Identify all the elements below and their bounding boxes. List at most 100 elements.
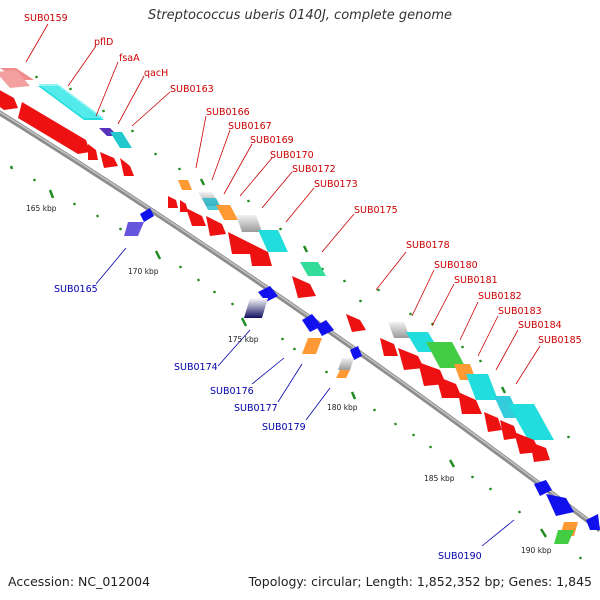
tick-mark [320, 267, 325, 271]
gene-block-sub0185 [508, 404, 554, 440]
tick-mark [408, 312, 413, 316]
tick-mark [488, 487, 493, 491]
tick-mark [130, 129, 135, 133]
rev-arrow [546, 494, 574, 516]
gene-label-sub0165: SUB0165 [54, 284, 98, 295]
rev-arrow [350, 346, 362, 360]
rev-arrow [316, 320, 334, 336]
tick-mark [280, 337, 285, 341]
rev-arrow [534, 480, 552, 496]
tick-mark [578, 556, 583, 560]
gene-block-qach [110, 132, 132, 148]
cds-arrow [398, 348, 424, 370]
tick-mark [177, 167, 182, 171]
rev-block [302, 338, 322, 354]
gene-label-sub0163: SUB0163 [170, 84, 214, 95]
gene-label-sub0178: SUB0178 [406, 240, 450, 251]
gene-label-sub0169: SUB0169 [250, 135, 294, 146]
gene-label-sub0190: SUB0190 [438, 551, 482, 562]
gene-label-sub0185: SUB0185 [538, 335, 582, 346]
cds-arrow [120, 158, 134, 176]
tick-mark [428, 445, 433, 449]
rev-arrow [140, 208, 154, 222]
reverse-label-leaders [95, 247, 515, 547]
tick-mark [358, 299, 363, 303]
tick-mark [539, 528, 548, 538]
tick-mark [517, 510, 522, 514]
rev-block [554, 530, 574, 544]
gene-label-pfld: pflD [94, 37, 113, 48]
tick-mark [292, 347, 297, 351]
gene-block-sub0183 [466, 374, 498, 400]
tick-mark [154, 250, 162, 260]
tick-mark [240, 317, 248, 327]
gene-block-sub0175 [300, 262, 326, 276]
tick-mark [478, 359, 483, 363]
kbp-label: 165 kbp [26, 204, 57, 213]
rev-block [244, 298, 268, 318]
gene-label-sub0167: SUB0167 [228, 121, 272, 132]
gene-label-sub0166: SUB0166 [206, 107, 250, 118]
cds-arrow [228, 232, 252, 254]
tick-mark [178, 265, 183, 269]
gene-block-sub0178 [388, 322, 410, 338]
accession-label: Accession: NC_012004 [8, 574, 151, 589]
gene-label-sub0173: SUB0173 [314, 179, 358, 190]
cds-arrow [18, 102, 90, 154]
gene-label-sub0182: SUB0182 [478, 291, 522, 302]
tick-mark [212, 290, 217, 294]
gene-block-sub0166 [178, 180, 192, 190]
tick-mark [48, 189, 55, 199]
gene-label-sub0183: SUB0183 [498, 306, 542, 317]
forward-label-leaders [25, 23, 541, 385]
tick-mark [393, 422, 398, 426]
cds-arrow [436, 376, 462, 398]
gene-label-sub0184: SUB0184 [518, 320, 562, 331]
gene-block-sub0167b [202, 198, 222, 210]
cds-arrow [186, 208, 206, 226]
tick-mark [278, 227, 283, 231]
rev-block [338, 358, 354, 370]
kbp-labels: 165 kbp 170 kbp 175 kbp 180 kbp 185 kbp … [26, 204, 552, 555]
gene-label-sub0175: SUB0175 [354, 205, 398, 216]
kbp-label: 170 kbp [128, 267, 159, 276]
tick-mark [372, 408, 377, 412]
gene-block-sub0159b [0, 70, 30, 88]
cds-arrow [458, 392, 482, 414]
gene-block-sub0170 [236, 215, 262, 232]
cds-arrow [484, 412, 502, 432]
cds-arrow [380, 338, 398, 356]
gene-label-sub0180: SUB0180 [434, 260, 478, 271]
forward-gene-labels: SUB0159 pflD fsaA qacH SUB0163 SUB0166 S… [24, 13, 582, 346]
gene-label-sub0177: SUB0177 [234, 403, 278, 414]
rev-block [124, 222, 144, 236]
tick-mark [68, 87, 73, 91]
genome-summary: Topology: circular; Length: 1,852,352 bp… [248, 574, 592, 589]
forward-gene-blocks[interactable] [0, 68, 554, 440]
tick-mark [302, 245, 309, 253]
tick-mark [500, 386, 507, 394]
kbp-label: 185 kbp [424, 474, 455, 483]
tick-mark [34, 75, 39, 79]
cds-arrow [100, 152, 118, 168]
gene-block-sub0181 [426, 342, 466, 368]
tick-mark [32, 178, 37, 182]
gene-label-sub0159: SUB0159 [24, 13, 68, 24]
reverse-gene-blocks[interactable] [124, 208, 600, 544]
gene-label-sub0174: SUB0174 [174, 362, 218, 373]
cds-arrow [248, 242, 272, 266]
cds-arrow [180, 200, 188, 212]
gene-label-sub0179: SUB0179 [262, 422, 306, 433]
gene-label-sub0181: SUB0181 [454, 275, 498, 286]
tick-mark [411, 433, 416, 437]
tick-mark [118, 227, 123, 231]
tick-mark [199, 178, 206, 186]
forward-cds-arrows[interactable] [0, 88, 550, 462]
tick-mark [196, 278, 201, 282]
gene-label-sub0176: SUB0176 [210, 386, 254, 397]
gene-label-sub0170: SUB0170 [270, 150, 314, 161]
cds-arrow [500, 420, 518, 440]
tick-mark [230, 302, 235, 306]
tick-mark [246, 199, 251, 203]
